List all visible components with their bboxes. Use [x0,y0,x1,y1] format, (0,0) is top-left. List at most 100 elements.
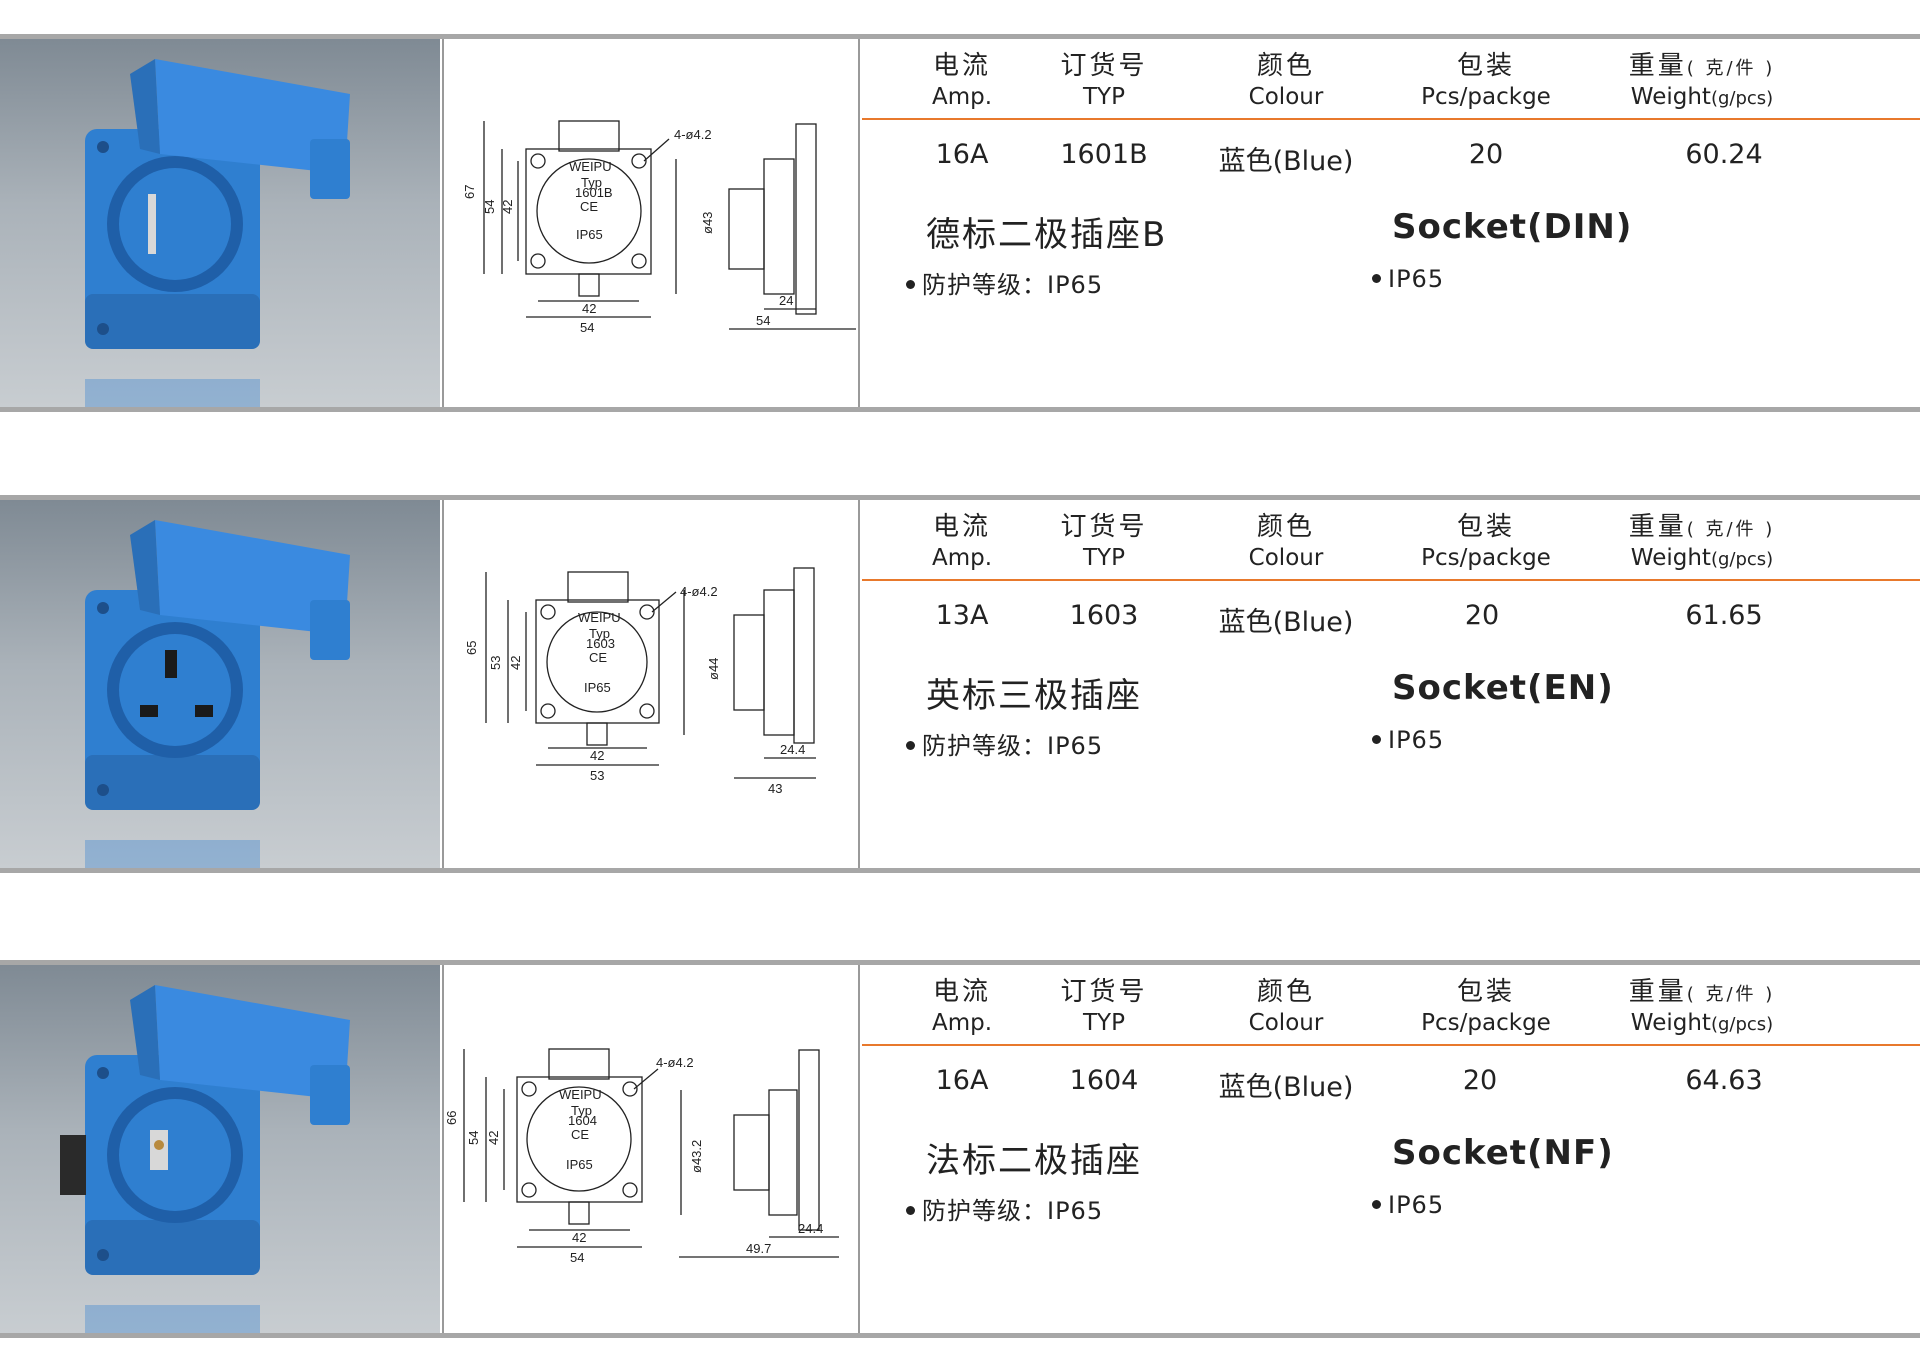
socket-din-image [85,59,350,407]
dim-diameter: ø43.2 [689,1140,704,1173]
dim-total-depth: 49.7 [746,1241,771,1256]
value-typ: 1604 [1069,1065,1139,1096]
hole-label: 4-ø4.2 [656,1055,694,1070]
product-row-1601b: 4-ø4.2 67 54 42 42 54 ø43 24 54 WEIPU Ty… [0,34,1920,412]
dim-height-mid: 54 [466,1131,481,1145]
technical-drawing-din: 4-ø4.2 67 54 42 42 54 ø43 24 54 WEIPU Ty… [442,39,860,407]
drawing-typ-code: 1604 [568,1113,597,1128]
drawing-typ-code: 1603 [586,636,615,651]
drawing-ip: IP65 [584,680,611,695]
protection-cn: 防护等级：IP65 [906,1191,1103,1226]
product-name-cn: 德标二极插座B [926,215,1168,255]
header-weight: 重量( 克/件 )Weight(g/pcs) [1628,977,1776,1036]
drawing-logo: WEIPU [559,1087,602,1102]
header-weight: 重量( 克/件 )Weight(g/pcs) [1628,51,1776,110]
protection-cn: 防护等级：IP65 [906,265,1103,300]
dimension-drawing-en: 4-ø4.2 65 53 42 42 53 ø44 24.4 43 WEIPU … [464,567,816,796]
dim-height-inner: 42 [500,200,515,214]
product-name-cn: 英标三极插座 [926,676,1142,716]
technical-drawing-nf: 4-ø4.2 66 54 42 42 54 ø43.2 24.4 49.7 WE… [442,965,860,1333]
dim-total-depth: 54 [756,313,770,328]
socket-photo-nf [0,965,440,1333]
drawing-ip: IP65 [566,1157,593,1172]
value-colour: 蓝色(Blue) [1218,1072,1354,1103]
dimension-drawing-nf: 4-ø4.2 66 54 42 42 54 ø43.2 24.4 49.7 WE… [444,1048,839,1265]
dim-width-outer: 53 [590,768,604,783]
dim-height-outer: 65 [464,641,479,655]
value-amp: 16A [935,1065,989,1096]
dim-total-depth: 43 [768,781,782,796]
drawing-ip: IP65 [576,227,603,242]
hole-label: 4-ø4.2 [674,127,712,142]
socket-en-image [85,520,350,868]
drawing-typ-code: 1601B [575,185,613,200]
product-name-en: Socket(EN) [1392,668,1614,708]
drawing-typ: Typ [589,626,610,641]
protection-en: IP65 [1372,726,1444,754]
product-name-cn: 法标二极插座 [926,1141,1142,1181]
value-pcs: 20 [1468,139,1504,170]
dim-depth: 24.4 [780,742,805,757]
protection-en: IP65 [1372,1191,1444,1219]
value-amp: 16A [935,139,989,170]
hole-label: 4-ø4.2 [680,584,718,599]
dim-depth: 24 [779,293,793,308]
dim-height-outer: 67 [462,185,477,199]
dim-diameter: ø43 [700,212,715,234]
header-weight: 重量( 克/件 )Weight(g/pcs) [1628,512,1776,571]
value-typ: 1601B [1060,139,1148,170]
value-weight: 61.65 [1685,600,1763,631]
drawing-logo: WEIPU [578,610,621,625]
dim-diameter: ø44 [706,658,721,680]
dim-width-inner: 42 [582,301,596,316]
dim-width-outer: 54 [570,1250,584,1265]
dim-height-inner: 42 [486,1131,501,1145]
dim-height-outer: 66 [444,1111,459,1125]
socket-nf-image [60,985,350,1333]
protection-en: IP65 [1372,265,1444,293]
header-divider [862,1044,1920,1046]
drawing-typ: Typ [571,1103,592,1118]
header-divider [862,579,1920,581]
value-weight: 60.24 [1685,139,1763,170]
header-divider [862,118,1920,120]
technical-drawing-en: 4-ø4.2 65 53 42 42 53 ø44 24.4 43 WEIPU … [442,500,860,868]
value-typ: 1603 [1069,600,1139,631]
dimension-drawing-din: 4-ø4.2 67 54 42 42 54 ø43 24 54 WEIPU Ty… [462,120,856,335]
protection-cn: 防护等级：IP65 [906,726,1103,761]
drawing-typ: Typ [581,175,602,190]
product-row-1604: 4-ø4.2 66 54 42 42 54 ø43.2 24.4 49.7 WE… [0,960,1920,1338]
drawing-ce: CE [589,650,607,665]
dim-width-inner: 42 [572,1230,586,1245]
drawing-logo: WEIPU [569,159,612,174]
value-pcs: 20 [1462,1065,1498,1096]
product-name-en: Socket(DIN) [1392,207,1633,247]
dim-width-outer: 54 [580,320,594,335]
dim-height-mid: 54 [482,200,497,214]
dim-depth: 24.4 [798,1221,823,1236]
drawing-ce: CE [571,1127,589,1142]
dim-height-inner: 42 [508,656,523,670]
value-colour: 蓝色(Blue) [1218,607,1354,638]
value-pcs: 20 [1464,600,1500,631]
value-amp: 13A [935,600,989,631]
socket-photo-din [0,39,440,407]
socket-photo-en [0,500,440,868]
dim-height-mid: 53 [488,656,503,670]
value-weight: 64.63 [1685,1065,1763,1096]
